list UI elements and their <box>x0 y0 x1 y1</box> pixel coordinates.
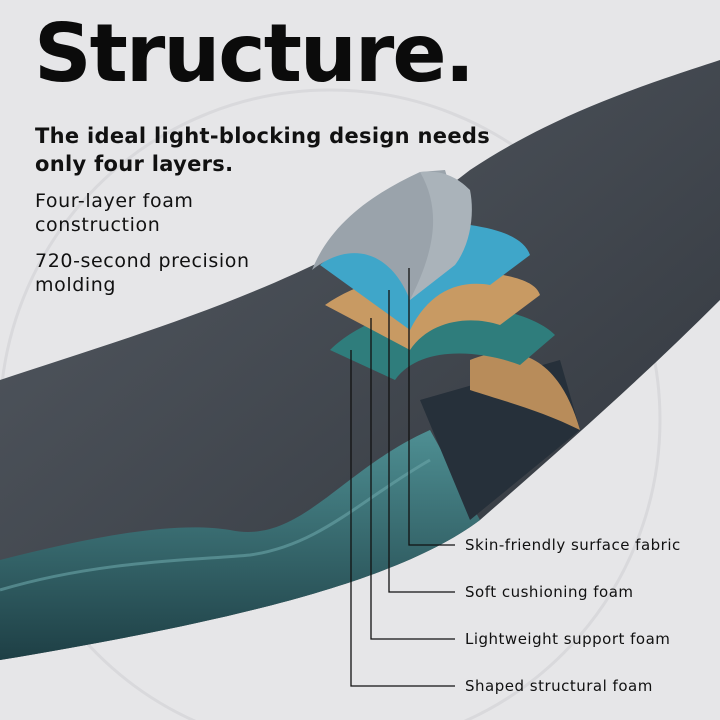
leader-lines <box>350 268 455 687</box>
mask-band-inner <box>0 430 480 660</box>
label-structural-foam: Shaped structural foam <box>465 677 653 695</box>
layer-surface-fabric <box>312 170 451 300</box>
page-title: Structure. <box>34 7 475 100</box>
label-support-foam: Lightweight support foam <box>465 630 671 648</box>
label-cushioning-foam: Soft cushioning foam <box>465 583 634 601</box>
feature-precision-molding: 720-second precision molding <box>35 250 250 296</box>
feature-foam-construction: Four-layer foam construction <box>35 190 194 236</box>
subtitle: The ideal light-blocking design needs on… <box>35 124 491 176</box>
watermark-circle <box>0 88 662 720</box>
label-surface-fabric: Skin-friendly surface fabric <box>465 536 681 554</box>
